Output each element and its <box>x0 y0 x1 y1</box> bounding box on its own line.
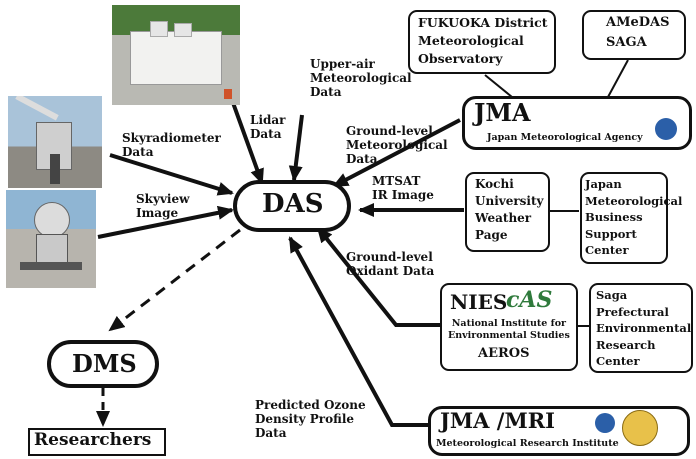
jma-arrow <box>332 118 461 188</box>
jma-mri-logo-icon <box>595 413 615 433</box>
das-label: DAS <box>262 189 324 219</box>
skyview-camera-photo <box>6 190 96 288</box>
jma-title: JMA <box>474 98 531 127</box>
lidar-arrow <box>230 99 264 185</box>
das-node <box>233 180 351 232</box>
fukuoka-label: FUKUOKA District Meteorological Observat… <box>418 15 548 66</box>
jmbsc-label: Japan Meteorological Business Support Ce… <box>585 177 683 257</box>
skyradiometer-data-label: Skyradiometer Data <box>122 131 221 159</box>
jmbsc-node <box>580 172 668 264</box>
upper-air-arrow <box>288 114 304 182</box>
lidar-data-label: Lidar Data <box>250 113 286 141</box>
dms-label: DMS <box>72 349 137 378</box>
researchers-node <box>28 428 166 456</box>
oxidant-arrow <box>316 226 440 327</box>
das-dms-dashed-arrow <box>108 228 241 332</box>
saga-prefectural-node <box>589 283 693 373</box>
ground-level-met-data-label: Ground-level Meteorological Data <box>346 124 448 166</box>
skyview-arrow <box>97 205 234 239</box>
nies-title: NIES <box>450 290 508 314</box>
kochi-label: Kochi University Weather Page <box>475 177 544 242</box>
amedas-node <box>582 10 686 60</box>
ozone-profile-data-label: Predicted Ozone Density Profile Data <box>255 398 366 440</box>
skyradiometer-arrow <box>109 153 234 196</box>
skyview-image-label: Skyview Image <box>136 192 190 220</box>
lidar-shelter-photo <box>112 5 240 105</box>
oxidant-data-label: Ground-level Oxidant Data <box>346 250 435 278</box>
aeros-label: AEROS <box>478 346 530 361</box>
amedas-jma-line <box>607 59 629 98</box>
ozone-arrow <box>288 236 428 427</box>
fukuoka-jma-line <box>484 74 513 98</box>
nies-node <box>440 283 578 371</box>
upper-air-data-label: Upper-air Meteorological Data <box>310 57 412 99</box>
jma-mri-title: JMA /MRI <box>440 408 555 433</box>
amedas-label: AMeDAS SAGA <box>606 15 670 50</box>
mri-emblem-icon <box>622 410 658 446</box>
mtsat-ir-image-label: MTSAT IR Image <box>372 174 434 202</box>
jma-node <box>462 96 692 150</box>
fukuoka-node <box>408 10 556 74</box>
researchers-label: Researchers <box>34 430 152 450</box>
jma-subtitle: Japan Meteorological Agency <box>487 132 643 143</box>
jma-mri-subtitle: Meteorological Research Institute <box>436 438 619 449</box>
saga-prefectural-label: Saga Prefectural Environmental Research … <box>596 288 692 368</box>
dms-node <box>47 340 159 388</box>
nies-logo-icon: cAS <box>506 287 553 313</box>
nies-subtitle: National Institute for Environmental Stu… <box>448 318 570 341</box>
skyradiometer-photo <box>8 96 102 188</box>
jma-logo-icon <box>655 118 677 140</box>
kochi-node <box>465 172 550 252</box>
